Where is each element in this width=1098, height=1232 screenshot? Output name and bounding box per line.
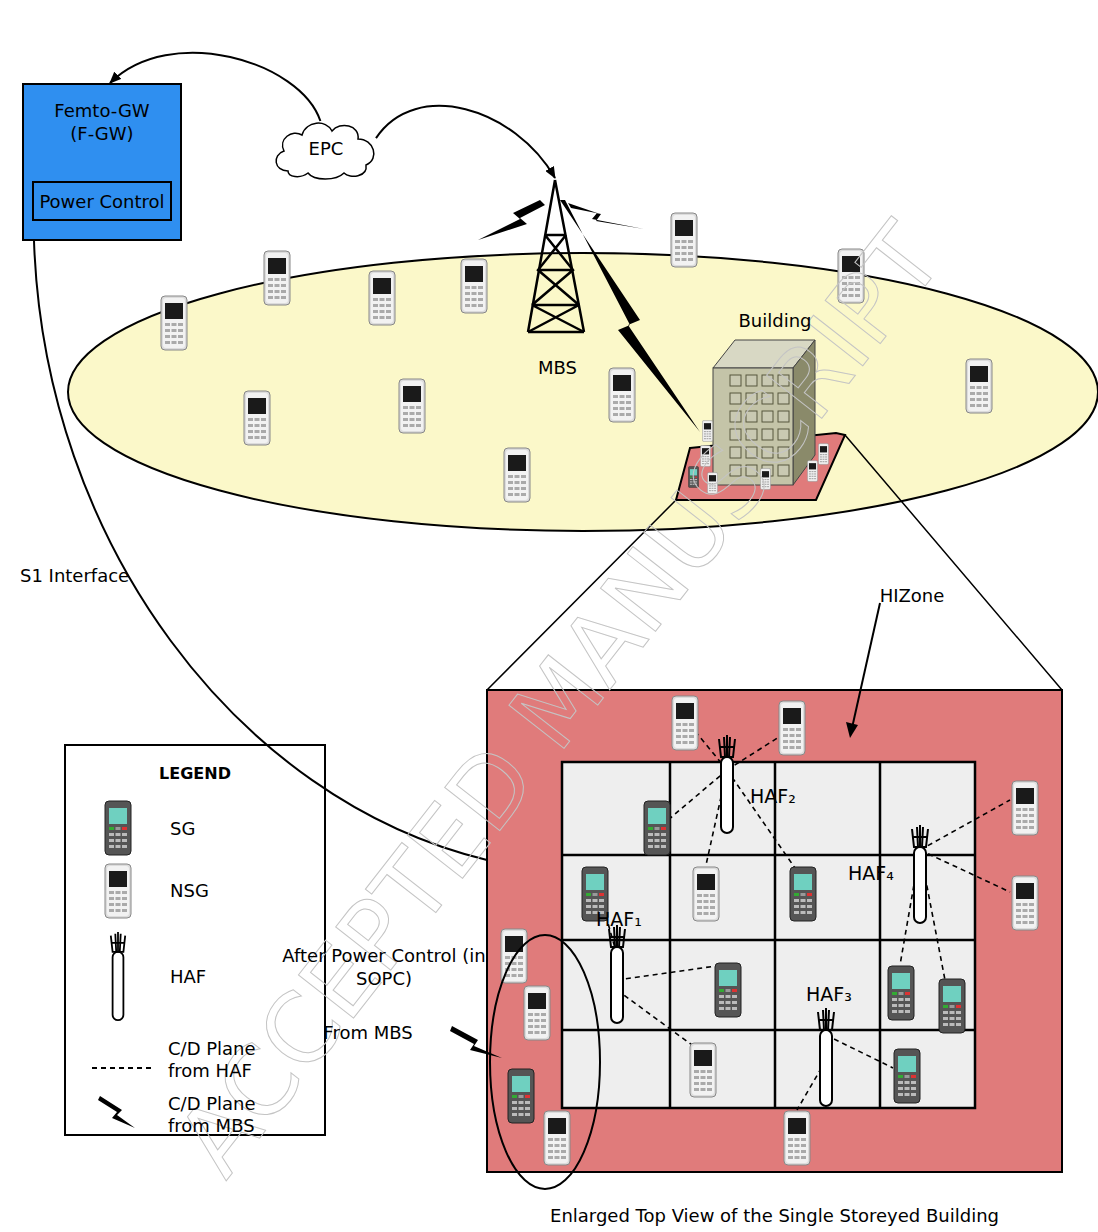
caption-text: Enlarged Top View of the Single Storeyed… (550, 1205, 999, 1226)
haf-label: HAF₄ (848, 862, 894, 884)
legend-text: HAF (170, 966, 206, 987)
haf-label: HAF₁ (596, 908, 642, 930)
legend-text: C/D Plane from MBS (168, 1093, 283, 1136)
legend-text: NSG (170, 880, 209, 901)
enlarged-view: Enlarged Top View of the Single Storeyed… (487, 690, 1062, 1226)
node-text: Building (736, 310, 813, 331)
gateway-box: Femto-GW (F-GW) Power Control (22, 83, 182, 241)
zone-label: HIZone (880, 585, 945, 606)
legend-heading: LEGEND (159, 764, 231, 783)
connector (376, 106, 555, 178)
haf-label: HAF₃ (806, 983, 852, 1005)
watermark: ACCEPTED MANUSCRIPT (156, 204, 965, 1195)
note-label: After Power Control (in SOPC) (279, 944, 489, 991)
node-text: Power Control (39, 191, 164, 212)
haf-label: HAF₂ (750, 785, 796, 807)
legend-text: C/D Plane from HAF (168, 1038, 283, 1081)
legend-text: SG (170, 818, 195, 839)
epc-cloud: EPC (270, 115, 382, 181)
power-control-box: Power Control (32, 181, 172, 221)
node-text: Femto-GW (F-GW) (47, 99, 157, 146)
node-text: MBS (538, 357, 577, 378)
connector (34, 241, 487, 860)
building: Building (715, 316, 835, 496)
edge-label: S1 Interface (20, 565, 129, 586)
node-text: EPC (309, 138, 344, 159)
mbs-tower: MBS (520, 176, 595, 378)
note-label: From MBS (323, 1022, 412, 1043)
